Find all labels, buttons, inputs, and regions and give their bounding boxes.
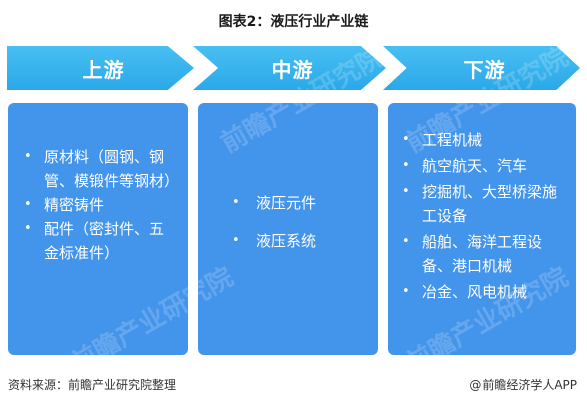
upstream-item: 精密铸件 (20, 193, 176, 217)
upstream-box: 原材料（圆钢、钢管、模锻件等钢材） 精密铸件 配件（密封件、五金标准件） (8, 103, 188, 355)
downstream-box: 工程机械 航空航天、汽车 挖掘机、大型桥梁施工设备 船舶、海洋工程设备、港口机械… (388, 103, 576, 355)
stage-arrow-upstream: 上游 (7, 46, 194, 90)
midstream-box: 液压元件 液压系统 (198, 103, 378, 355)
downstream-item: 工程机械 (398, 128, 568, 152)
brand-credit: @ 前瞻经济学人APP (469, 376, 577, 393)
midstream-item: 液压元件 (220, 191, 366, 215)
upstream-item: 配件（密封件、五金标准件） (20, 217, 176, 265)
brand-name: 前瞻经济学人APP (482, 378, 577, 392)
stage-label-upstream: 上游 (82, 57, 125, 82)
midstream-item: 液压系统 (220, 229, 366, 253)
stage-arrow-midstream: 中游 (193, 46, 386, 90)
downstream-item: 冶金、风电机械 (398, 280, 568, 304)
stage-label-midstream: 中游 (271, 57, 314, 82)
stage-label-downstream: 下游 (463, 57, 506, 82)
upstream-list: 原材料（圆钢、钢管、模锻件等钢材） 精密铸件 配件（密封件、五金标准件） (20, 145, 179, 265)
midstream-list: 液压元件 液压系统 (220, 191, 366, 267)
source-note: 资料来源：前瞻产业研究院整理 (8, 378, 177, 392)
stage-arrow-downstream: 下游 (383, 46, 580, 90)
downstream-list: 工程机械 航空航天、汽车 挖掘机、大型桥梁施工设备 船舶、海洋工程设备、港口机械… (398, 128, 568, 306)
chart-title: 图表2：液压行业产业链 (218, 14, 369, 30)
upstream-item: 原材料（圆钢、钢管、模锻件等钢材） (20, 145, 179, 193)
downstream-item: 船舶、海洋工程设备、港口机械 (398, 230, 568, 278)
downstream-item: 航空航天、汽车 (398, 154, 568, 178)
downstream-item: 挖掘机、大型桥梁施工设备 (398, 180, 568, 228)
at-icon: @ (469, 377, 482, 392)
